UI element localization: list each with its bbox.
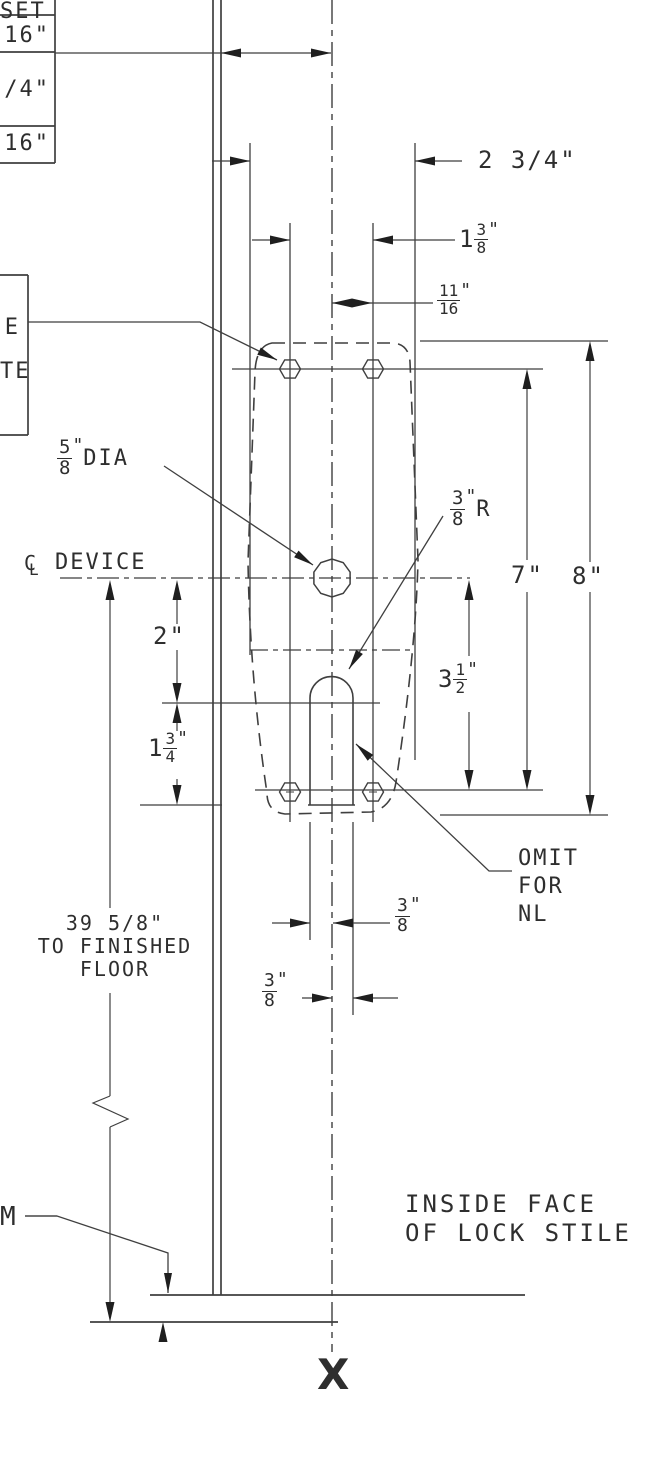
dim-hole-spacing: 1 3 8 "	[459, 219, 499, 257]
radius-label: R	[476, 496, 492, 522]
dim-holes-span: 7"	[511, 561, 544, 589]
dim-fraction: 1 2	[453, 660, 468, 697]
dim-whole: 1	[459, 225, 475, 254]
inch-mark: "	[276, 969, 288, 990]
dim-hole-offset: 11 16 "	[437, 280, 472, 318]
inch-mark: "	[409, 894, 421, 915]
dim-slot-length: 1 3 4 "	[148, 728, 188, 766]
device-centerline-label: DEVICE	[55, 550, 147, 575]
note-box-border	[0, 274, 29, 436]
leader-lines	[25, 321, 512, 1293]
center-hole	[313, 558, 351, 598]
dim-cl-to-holes: 3 1 2 "	[438, 659, 478, 697]
inside-face-note: INSIDE FACE OF LOCK STILE	[405, 1190, 632, 1247]
omit-for-nl-note: OMIT FOR NL	[518, 846, 579, 927]
template-outline	[247, 342, 419, 815]
dim-fraction: 3 8	[395, 895, 410, 936]
backset-table-row: SET	[0, 0, 46, 24]
dim-undercut: M	[0, 1202, 18, 1232]
inch-mark: "	[465, 486, 477, 507]
dim-fraction: 5 8	[57, 436, 73, 479]
dim-width-outer: 2 3/4"	[478, 146, 577, 174]
backset-table-border	[0, 0, 56, 164]
dim-slot-half-b: 3 8 "	[262, 969, 288, 1011]
dim-fraction: 3 8	[262, 970, 277, 1011]
dim-slot-radius: 3 8 " R	[450, 486, 492, 530]
dim-center-hole: 5 8 " DIA	[57, 435, 130, 479]
extension-lines	[140, 143, 608, 1015]
backset-table-row: 16"	[4, 131, 50, 156]
dim-fraction: 3 8	[474, 220, 489, 257]
screw-holes	[278, 359, 385, 802]
door-stile-lines	[212, 0, 222, 1295]
floor-lines	[90, 1294, 525, 1323]
centerline-symbol: C L	[24, 551, 39, 579]
dim-plate-span: 8"	[572, 562, 605, 590]
cylinder-slot	[308, 675, 355, 806]
note-box-row: TE	[0, 359, 31, 384]
inch-mark: "	[467, 659, 478, 680]
device-centerline-horizontal	[60, 577, 470, 651]
dim-slot-half-a: 3 8 "	[395, 894, 421, 936]
dim-cl-to-slot: 2"	[153, 622, 186, 650]
dimension-lines-vertical	[91, 361, 591, 1302]
break-symbol	[91, 1095, 130, 1128]
dia-label: DIA	[83, 445, 130, 471]
backset-table-row: 16"	[4, 23, 50, 48]
bottom-x-marker: X	[317, 1350, 350, 1399]
dimension-lines-horizontal	[25, 52, 462, 1217]
dim-fraction: 11 16	[437, 281, 461, 318]
arrowheads	[105, 48, 595, 1342]
dim-floor-height: 39 5/8" TO FINISHED FLOOR	[37, 911, 193, 981]
inch-mark: "	[72, 435, 84, 456]
dim-fraction: 3 8	[450, 487, 466, 530]
inch-mark: "	[177, 728, 188, 749]
inch-mark: "	[488, 219, 499, 240]
inch-mark: "	[460, 280, 472, 301]
dim-fraction: 3 4	[163, 729, 178, 766]
note-box-row: E	[4, 315, 20, 340]
backset-table-row: /4"	[4, 77, 50, 102]
